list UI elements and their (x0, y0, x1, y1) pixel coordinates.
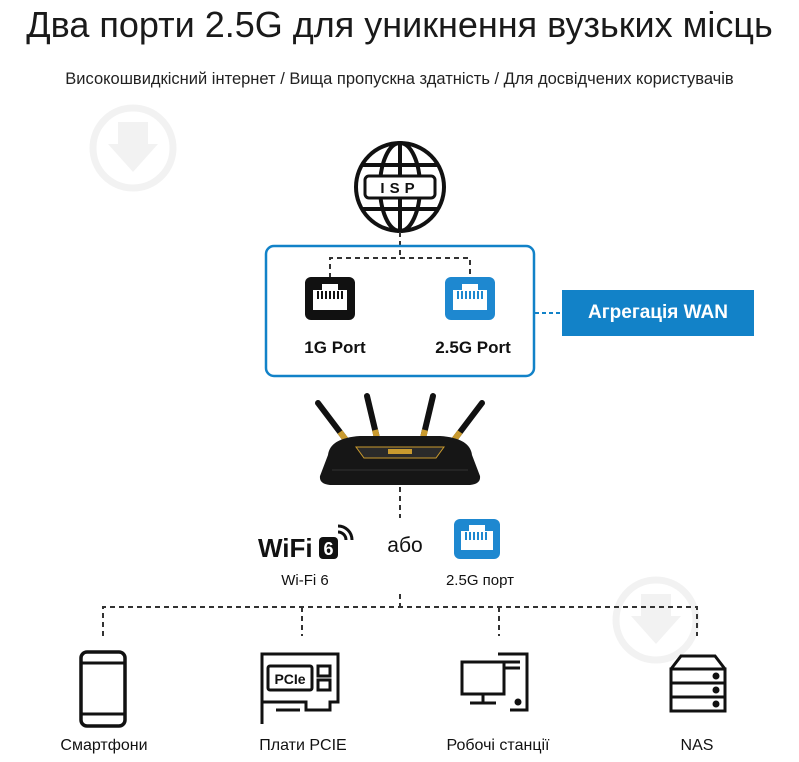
wifi6-logo-text: WiFi (258, 533, 313, 563)
watermark-icon-right (612, 576, 700, 664)
link-port-split (329, 257, 471, 278)
smartphone-icon (79, 650, 127, 728)
wan-port-box (264, 244, 536, 378)
pcie-card-icon (260, 652, 340, 724)
workstation-icon (460, 652, 529, 712)
isp-label-box (363, 174, 437, 200)
device-label-workstations: Робочі станції (446, 737, 550, 754)
ethernet-port-1g-icon (305, 277, 355, 320)
wifi6-logo-number: 6 (323, 539, 333, 559)
ethernet-port-25g-icon (445, 277, 495, 320)
router-icon (315, 393, 485, 485)
isp-label: ISP (380, 180, 419, 197)
wifi-label: Wi-Fi 6 (281, 572, 329, 589)
nas-icon (669, 654, 727, 713)
port-1g-label: 1G Port (304, 338, 366, 357)
page-subtitle: Високошвидкісний інтернет / Вища пропуск… (65, 70, 734, 88)
wifi-signal-icon (337, 524, 354, 541)
device-label-smartphones: Смартфони (60, 737, 148, 754)
port-25g-lower-label: 2.5G порт (445, 572, 515, 589)
page-title: Два порти 2.5G для уникнення вузьких міс… (26, 4, 773, 45)
port-25g-label: 2.5G Port (435, 338, 511, 357)
device-label-pcie: Плати PCIE (259, 737, 347, 754)
wan-aggregation-badge: Агрегація WAN (562, 290, 754, 336)
distribution-tree (102, 606, 698, 636)
ethernet-port-25g-icon-lower (454, 519, 500, 559)
device-label-nas: NAS (680, 737, 714, 754)
watermark-icon-left (89, 104, 177, 192)
pcie-card-icon-text: PCIe (274, 671, 305, 687)
or-label: або (387, 534, 423, 557)
wifi6-logo-badge (319, 537, 338, 559)
